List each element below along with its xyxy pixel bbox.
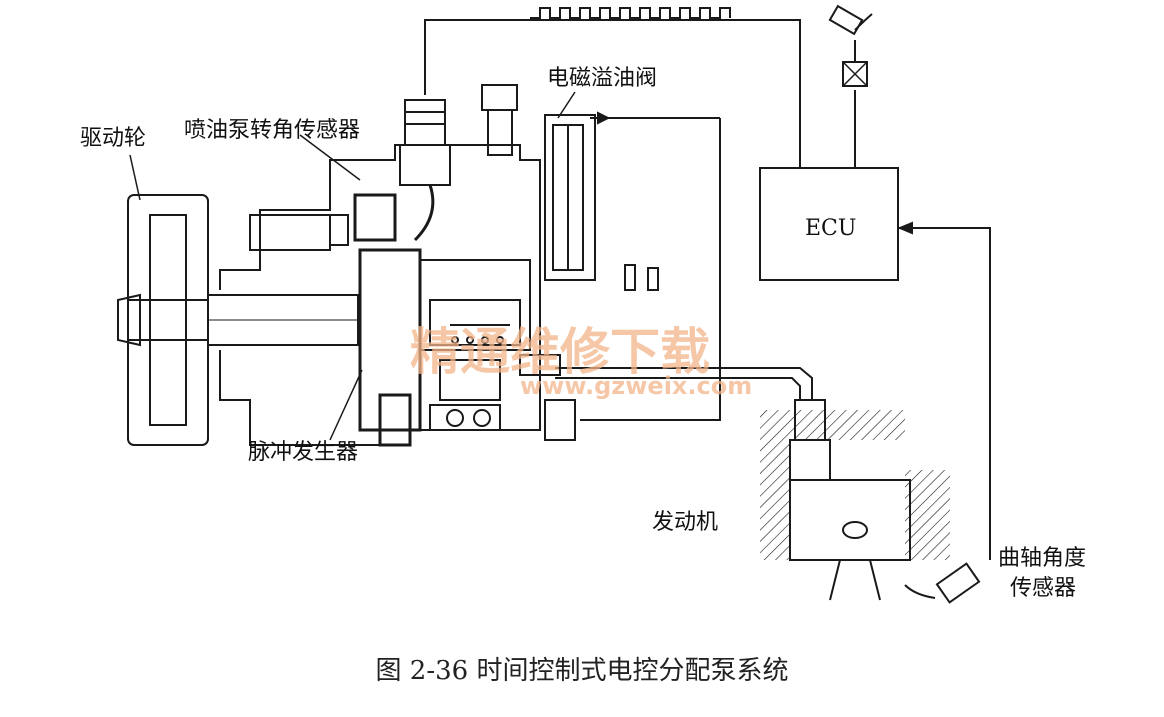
accelerator-pedal-icon (828, 4, 873, 36)
ecu-box (759, 167, 899, 281)
label-crank-sensor-1: 曲轴角度 (998, 546, 1087, 571)
label-pulse-generator: 脉冲发生器 (248, 440, 359, 465)
injector-pipe (555, 367, 813, 400)
leader-pulse-gen (329, 369, 363, 441)
engine-block (760, 399, 950, 601)
label-ecu: ECU (805, 216, 857, 241)
solenoid-spill-valve (544, 111, 720, 291)
label-solenoid-spill-valve: 电磁溢油阀 (547, 66, 658, 91)
leader-drive-wheel (129, 154, 141, 201)
drive-shaft (207, 294, 359, 346)
drive-wheel (117, 194, 209, 446)
leader-spill-valve (557, 91, 576, 119)
crank-angle-sensor (904, 562, 981, 604)
watermark-title: 精通维修下载 (410, 323, 710, 381)
pulse-signal-wave (530, 7, 731, 19)
watermark-url: www.gzweix.com (520, 372, 753, 400)
figure-caption: 图 2-36 时间控制式电控分配泵系统 (375, 656, 789, 686)
label-pump-angle-sensor: 喷油泵转角传感器 (184, 118, 361, 143)
injector-pipe-2 (555, 377, 801, 400)
label-drive-wheel: 驱动轮 (80, 126, 147, 151)
sensor-signal-wire (424, 19, 801, 168)
label-engine: 发动机 (652, 510, 719, 535)
injection-pump-body (219, 144, 576, 447)
leader-pump-sensor (299, 134, 361, 181)
fuel-fitting (481, 84, 518, 156)
pump-angle-sensor (399, 99, 451, 242)
label-crank-sensor-2: 传感器 (1010, 576, 1077, 601)
valve-control-wire (580, 118, 721, 421)
crank-sensor-wire (898, 227, 991, 560)
